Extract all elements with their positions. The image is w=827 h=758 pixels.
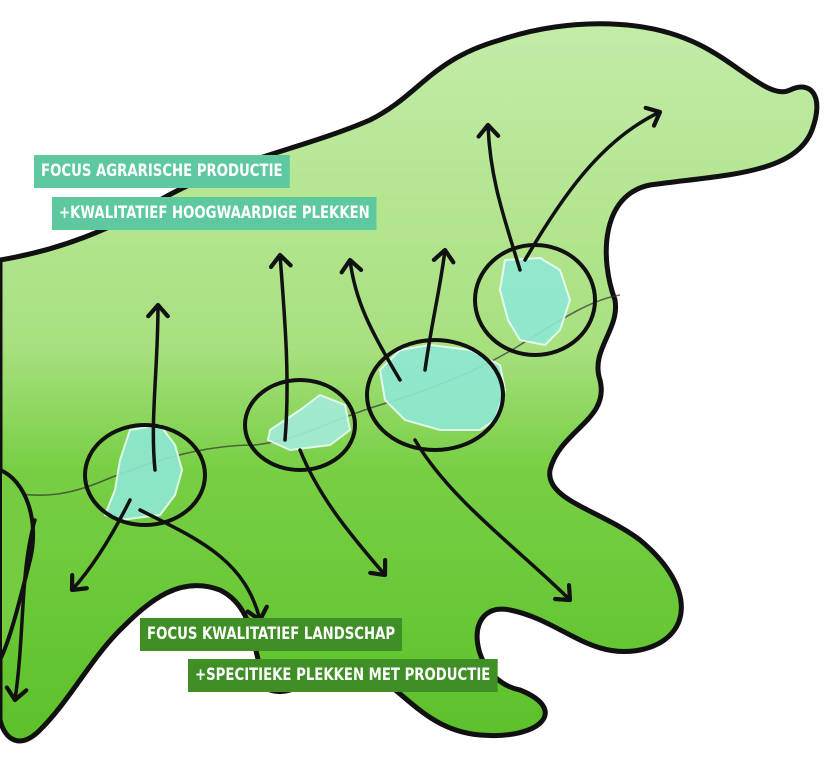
north-zone-label-line1: FOCUS AGRARISCHE PRODUCTIE	[34, 155, 290, 188]
arrow-north-6	[523, 105, 663, 262]
arrow-north-3	[339, 257, 402, 382]
settlement-circle-central	[243, 378, 357, 472]
settlement-northeast	[498, 256, 572, 347]
arrow-north-2	[268, 252, 293, 442]
arrow-south-5	[4, 518, 37, 703]
settlement-central	[266, 393, 352, 452]
arrow-north-4	[423, 247, 456, 372]
arrow-south-3	[298, 448, 388, 578]
arrow-south-4	[413, 438, 573, 603]
north-zone-label-line2: +KWALITATIEF HOOGWAARDIGE PLEKKEN	[52, 197, 377, 230]
arrow-south-1	[69, 498, 132, 593]
south-zone-label-line2: +SPECITIEKE PLEKKEN MET PRODUCTIE	[188, 659, 498, 692]
settlement-circle-west	[83, 423, 207, 527]
settlement-circle-east	[365, 338, 505, 452]
landscape-fragment-left	[0, 467, 36, 661]
arrow-north-1	[146, 302, 170, 472]
arrow-north-5	[476, 122, 522, 272]
south-zone-label-line1: FOCUS KWALITATIEF LANDSCHAP	[140, 618, 403, 651]
settlement-west	[103, 423, 184, 522]
arrow-south-2	[138, 508, 269, 623]
